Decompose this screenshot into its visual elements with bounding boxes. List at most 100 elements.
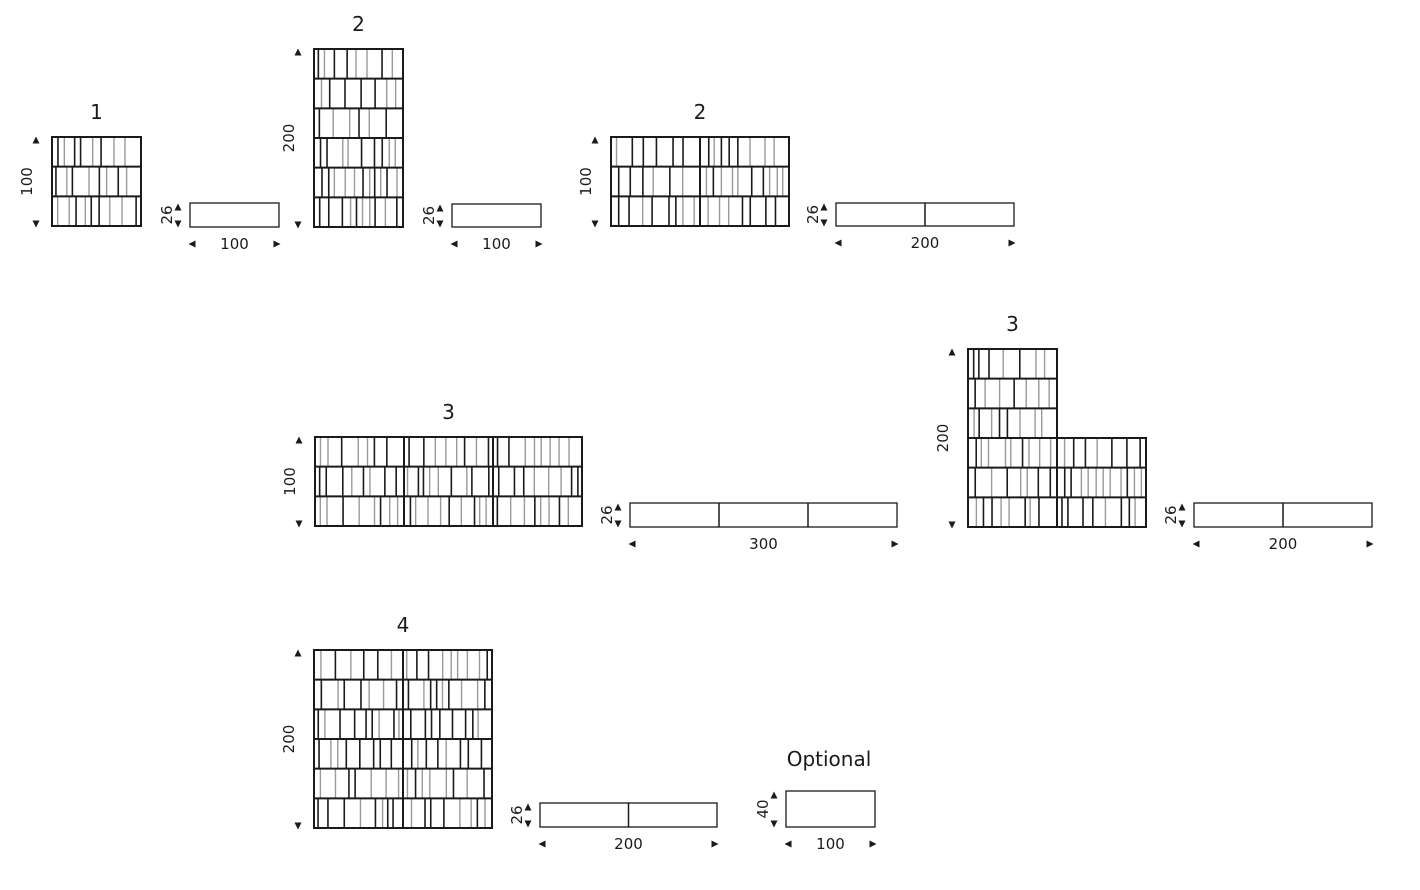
configuration-2: 2 200 26 100 (280, 12, 543, 253)
optional-title: Optional (787, 747, 872, 771)
optional-top-unit: Optional 40 100 (754, 747, 877, 853)
configuration-title: 2 (352, 12, 365, 36)
arrow-up-icon (614, 503, 622, 511)
module-frame (610, 136, 701, 227)
module-frame (402, 738, 493, 829)
arrow-up-icon (948, 348, 956, 356)
arrow-down-icon (770, 820, 778, 828)
arrow-up-icon (32, 136, 40, 144)
arrow-down-icon (524, 820, 532, 828)
arrow-up-icon (820, 203, 828, 211)
arrow-down-icon (1178, 520, 1186, 528)
shelf-module (313, 649, 404, 740)
arrow-down-icon (32, 220, 40, 228)
width-label: 300 (749, 535, 778, 553)
arrow-right-icon (535, 240, 543, 248)
shelf-module (967, 348, 1058, 439)
width-label: 100 (482, 235, 511, 253)
top-view-box (629, 502, 898, 528)
arrow-right-icon (711, 840, 719, 848)
top-view-box (785, 790, 876, 828)
shelf-module (403, 436, 494, 527)
arrow-left-icon (188, 240, 196, 248)
configuration-6: 4 200 26 200 (280, 613, 719, 853)
shelf-module (610, 136, 701, 227)
arrow-down-icon (820, 219, 828, 227)
shelf-module (967, 437, 1058, 528)
depth-label: 26 (1162, 505, 1180, 524)
module-frame (51, 136, 142, 227)
shelf-module (402, 649, 493, 740)
arrow-left-icon (784, 840, 792, 848)
arrow-up-icon (294, 649, 302, 657)
module-frame (492, 436, 583, 527)
arrow-up-icon (770, 791, 778, 799)
depth-label: 26 (158, 205, 176, 224)
shelf-module (699, 136, 790, 227)
shelf-module (313, 48, 404, 139)
arrow-down-icon (295, 520, 303, 528)
arrow-left-icon (538, 840, 546, 848)
arrow-down-icon (174, 220, 182, 228)
module-frame (699, 136, 790, 227)
configuration-5: 3 200 26 200 (934, 312, 1374, 553)
height-label: 200 (280, 725, 298, 754)
shelf-module (51, 136, 142, 227)
arrow-down-icon (614, 520, 622, 528)
arrow-left-icon (628, 540, 636, 548)
configuration-title: 4 (397, 613, 410, 637)
top-view-box (189, 202, 280, 228)
shelf-module (313, 137, 404, 228)
height-label: 100 (18, 167, 36, 196)
arrow-right-icon (1008, 239, 1016, 247)
arrow-down-icon (436, 220, 444, 228)
configuration-title: 1 (90, 100, 103, 124)
arrow-down-icon (294, 221, 302, 229)
arrow-right-icon (273, 240, 281, 248)
depth-label: 26 (508, 805, 526, 824)
height-label: 100 (577, 167, 595, 196)
configuration-4: 3 100 26 300 (281, 400, 899, 553)
height-label: 200 (934, 424, 952, 453)
module-frame (1056, 437, 1147, 528)
configuration-title: 3 (1006, 312, 1019, 336)
height-label: 100 (281, 467, 299, 496)
arrow-up-icon (174, 203, 182, 211)
depth-label: 26 (420, 206, 438, 225)
width-label: 200 (614, 835, 643, 853)
arrow-right-icon (891, 540, 899, 548)
arrow-right-icon (869, 840, 877, 848)
depth-label: 26 (598, 505, 616, 524)
arrow-up-icon (294, 48, 302, 56)
arrow-left-icon (834, 239, 842, 247)
module-frame (967, 348, 1058, 439)
arrow-right-icon (1366, 540, 1374, 548)
arrow-down-icon (294, 822, 302, 830)
module-frame (313, 137, 404, 228)
arrow-up-icon (591, 136, 599, 144)
depth-label: 26 (804, 205, 822, 224)
arrow-up-icon (1178, 503, 1186, 511)
module-frame (313, 649, 404, 740)
top-view-box (451, 203, 542, 228)
configuration-title: 3 (442, 400, 455, 424)
width-label: 200 (1269, 535, 1298, 553)
arrow-left-icon (1192, 540, 1200, 548)
arrow-up-icon (436, 204, 444, 212)
shelf-module (492, 436, 583, 527)
shelf-module (314, 436, 405, 527)
configuration-title: 2 (694, 100, 707, 124)
height-label: 200 (280, 124, 298, 153)
width-label: 100 (220, 235, 249, 253)
shelf-module (313, 738, 404, 829)
configuration-1: 1 100 26 100 (18, 100, 281, 253)
depth-label: 40 (754, 799, 772, 818)
arrow-up-icon (295, 436, 303, 444)
shelf-module (402, 738, 493, 829)
arrow-down-icon (591, 220, 599, 228)
arrow-up-icon (524, 803, 532, 811)
arrow-left-icon (450, 240, 458, 248)
width-label: 100 (816, 835, 845, 853)
